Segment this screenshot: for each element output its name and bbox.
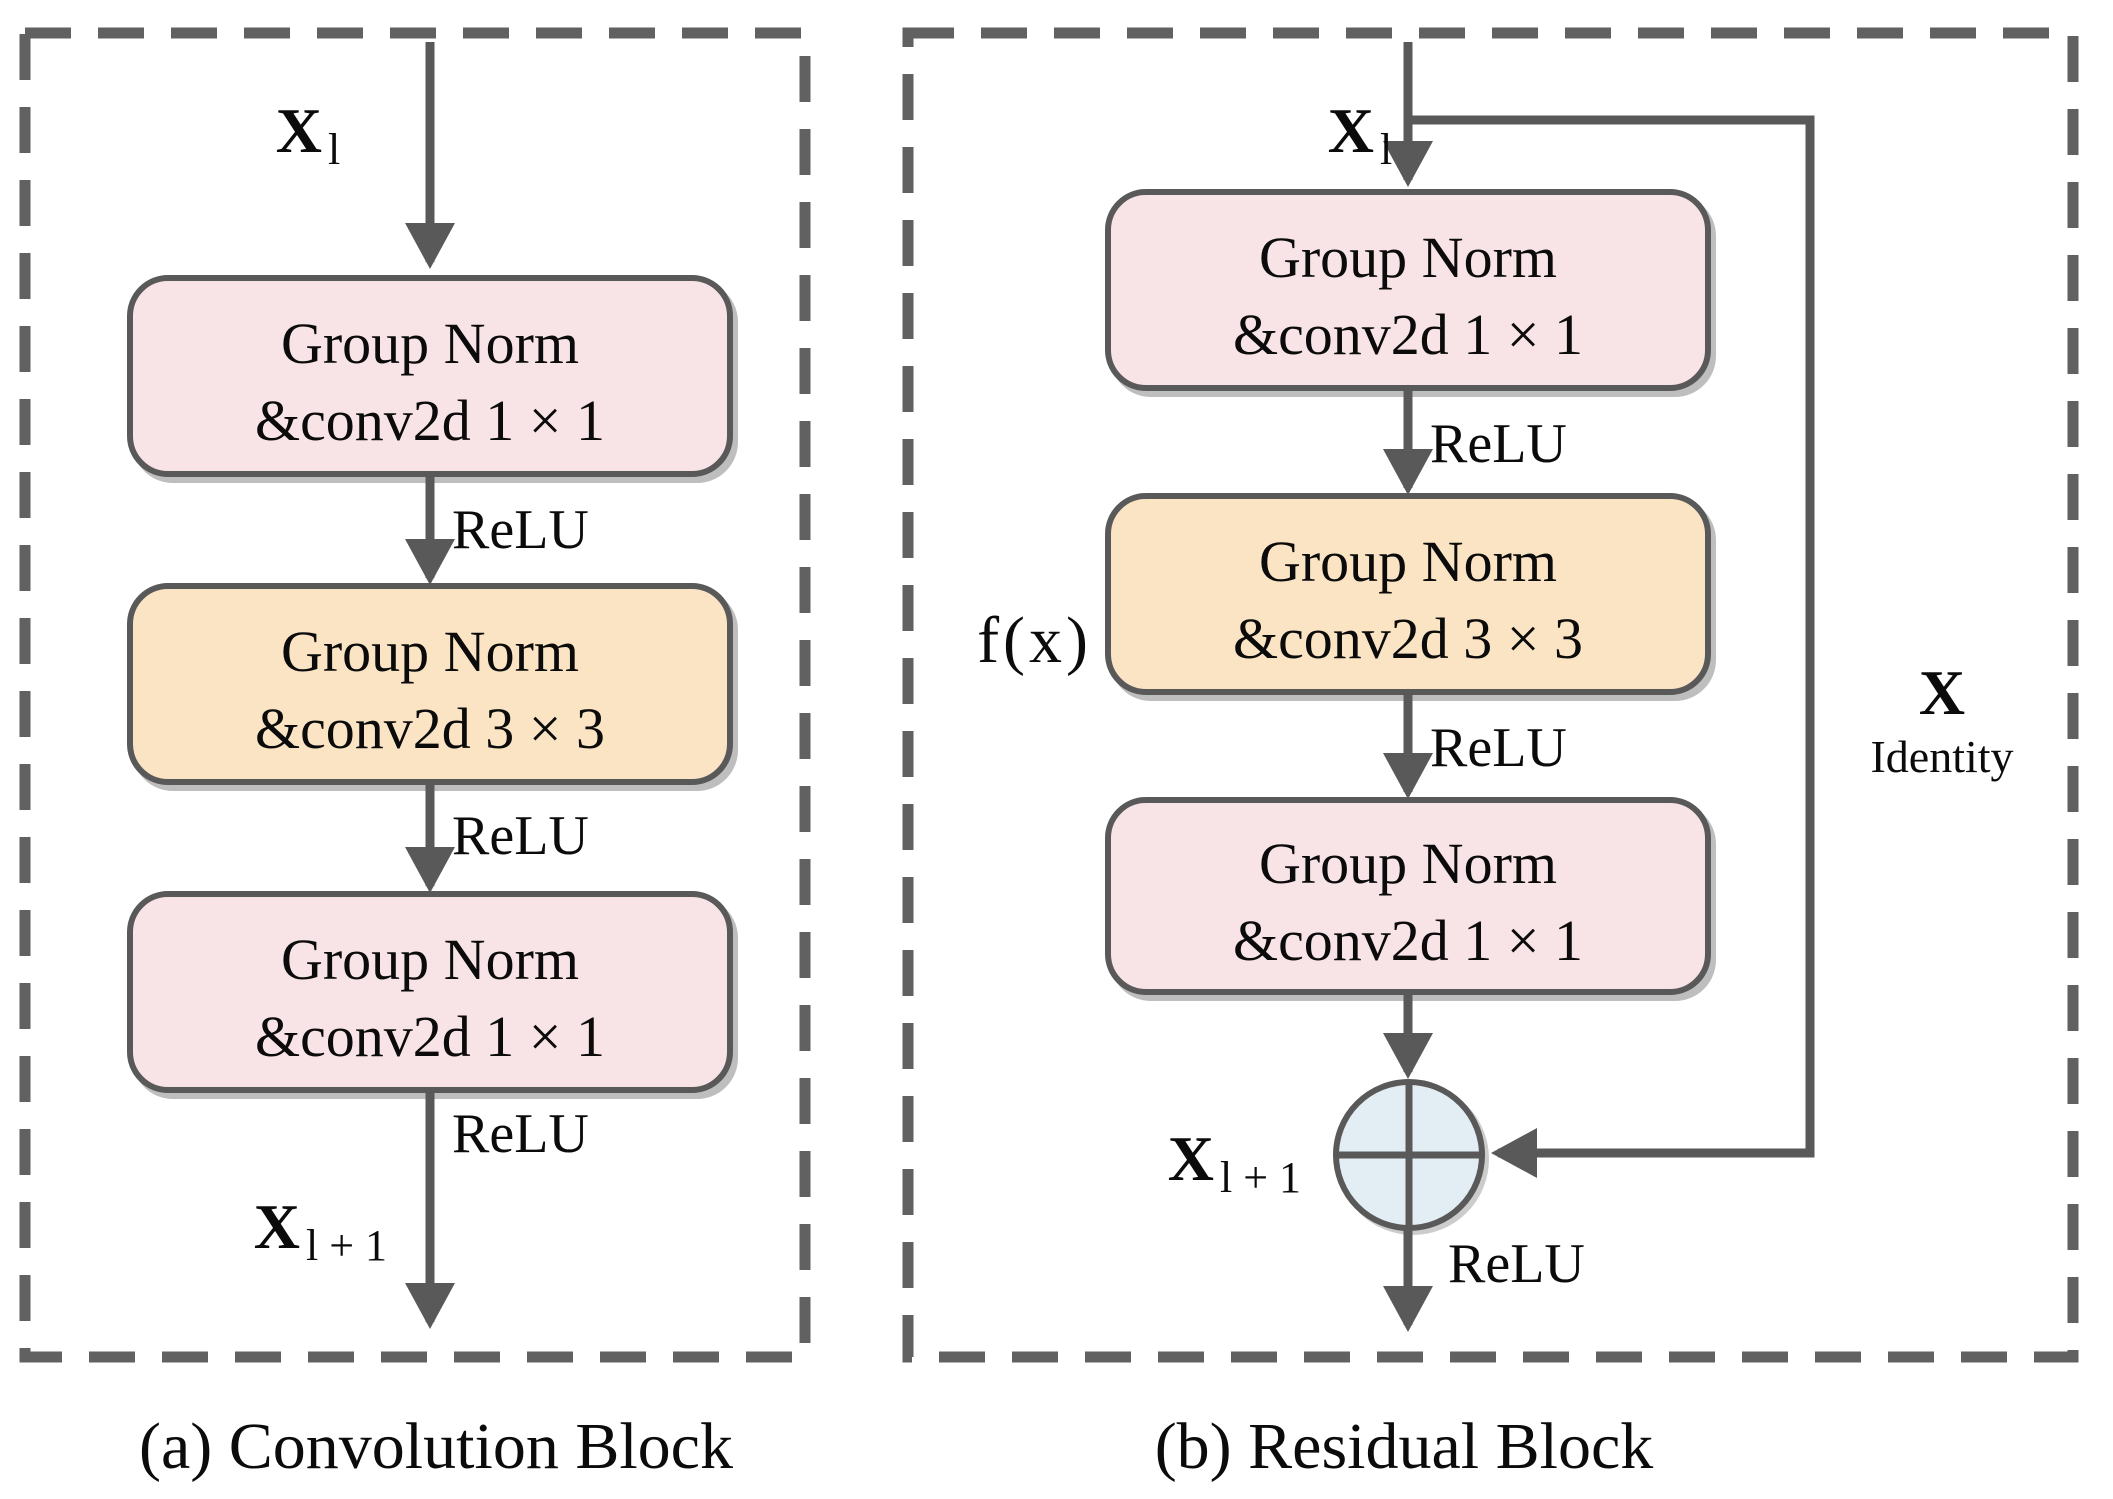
relu-label: ReLU xyxy=(452,1103,589,1165)
identity-x-label: X xyxy=(1919,657,1965,728)
conv-box-3x3-middle: Group Norm &conv2d 3 × 3 xyxy=(127,583,733,785)
output-label-subscript: l + 1 xyxy=(1220,1153,1301,1202)
identity-skip-connection xyxy=(1408,115,1815,1178)
box-label-line1: Group Norm xyxy=(281,619,579,684)
panel-a-caption: (a) Convolution Block xyxy=(139,1410,733,1483)
input-label: X xyxy=(1328,95,1374,166)
box-label-line2: &conv2d 1 × 1 xyxy=(1233,302,1583,367)
panel-b-dashed-border xyxy=(902,27,2079,1363)
relu-label: ReLU xyxy=(452,499,589,561)
box-label-line1: Group Norm xyxy=(1259,831,1557,896)
conv-box-1x1-bottom: Group Norm &conv2d 1 × 1 xyxy=(1105,797,1711,995)
box-label-line1: Group Norm xyxy=(281,311,579,376)
conv-box-1x1-top: Group Norm &conv2d 1 × 1 xyxy=(1105,189,1711,391)
box-label-line1: Group Norm xyxy=(1259,529,1557,594)
relu-label: ReLU xyxy=(452,805,589,867)
residual-block-panel: X l Group Norm &conv2d 1 × 1 ReLU Group … xyxy=(902,27,2079,1483)
box-label-line2: &conv2d 1 × 1 xyxy=(255,388,605,453)
input-label: X xyxy=(276,95,322,166)
output-label: X xyxy=(1168,1123,1214,1194)
input-label-subscript: l xyxy=(1380,125,1392,174)
elementwise-add-node xyxy=(1333,1079,1485,1231)
output-label: X xyxy=(254,1191,300,1262)
conv-box-1x1-top: Group Norm &conv2d 1 × 1 xyxy=(127,275,733,477)
box-label-line2: &conv2d 3 × 3 xyxy=(1233,606,1583,671)
conv-box-1x1-bottom: Group Norm &conv2d 1 × 1 xyxy=(127,891,733,1093)
box-label-line1: Group Norm xyxy=(281,927,579,992)
fx-label: f(x) xyxy=(977,604,1092,677)
relu-label: ReLU xyxy=(1430,717,1567,779)
input-label-subscript: l xyxy=(328,125,340,174)
relu-label: ReLU xyxy=(1430,413,1567,475)
conv-box-3x3-middle: Group Norm &conv2d 3 × 3 xyxy=(1105,493,1711,695)
identity-text-label: Identity xyxy=(1870,731,2013,782)
box-label-line2: &conv2d 3 × 3 xyxy=(255,696,605,761)
box-label-line2: &conv2d 1 × 1 xyxy=(255,1004,605,1069)
box-label-line1: Group Norm xyxy=(1259,225,1557,290)
panel-b-caption: (b) Residual Block xyxy=(1155,1410,1654,1483)
panel-a-dashed-border xyxy=(19,27,811,1363)
output-label-subscript: l + 1 xyxy=(306,1221,387,1270)
convolution-block-panel: X l Group Norm &conv2d 1 × 1 ReLU Group … xyxy=(19,27,811,1483)
box-label-line2: &conv2d 1 × 1 xyxy=(1233,908,1583,973)
relu-label: ReLU xyxy=(1448,1233,1585,1295)
